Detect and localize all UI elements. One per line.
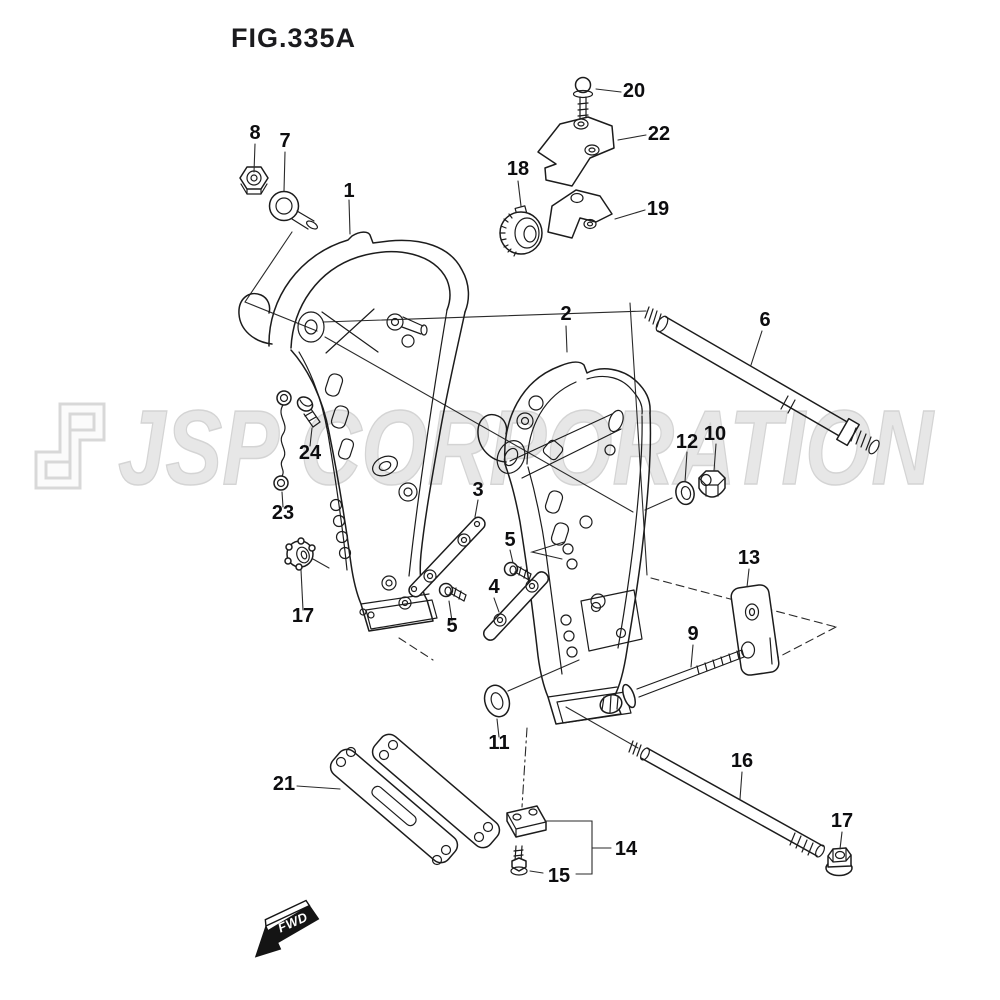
callout-5-lower: 5 (446, 615, 457, 637)
callout-17-right: 17 (831, 810, 853, 832)
lock-bracket-22 (537, 116, 615, 187)
callout-3: 3 (472, 479, 483, 501)
callout-6: 6 (759, 309, 770, 331)
callout-7: 7 (279, 130, 290, 152)
transom-pad-upper (371, 733, 501, 849)
callout-14: 14 (615, 838, 638, 860)
callout-18: 18 (507, 158, 529, 180)
flange-nut-17-left (284, 537, 316, 571)
callout-23: 23 (272, 502, 294, 524)
figure-title: FIG.335A (231, 23, 356, 53)
grommet-7 (268, 190, 319, 230)
callout-15: 15 (548, 865, 570, 887)
callout-4: 4 (488, 576, 500, 598)
callout-labels: 1 2 3 4 5 5 6 7 8 9 10 11 12 13 14 15 16… (249, 80, 853, 887)
callout-2: 2 (560, 303, 571, 325)
anode-plate-13 (730, 584, 780, 676)
callout-13: 13 (738, 547, 760, 569)
stern-strip-4 (482, 571, 550, 641)
bolt-5-lower (438, 582, 467, 602)
watermark-logo (34, 402, 106, 490)
fwd-marker: FWD (254, 899, 320, 958)
callout-11: 11 (488, 732, 509, 754)
callout-5-upper: 5 (504, 529, 515, 551)
nut-10 (698, 470, 726, 498)
callout-17-left: 17 (292, 605, 314, 627)
tilt-shaft-6 (644, 306, 880, 455)
watermark-text: JSP CORPORATION (117, 388, 935, 508)
callout-8: 8 (249, 122, 260, 144)
leader-lines (253, 88, 843, 875)
swivel-bracket-left-drawing (238, 231, 470, 632)
lock-bracket-19 (547, 189, 613, 239)
callout-19: 19 (647, 198, 669, 220)
stern-strip-3 (408, 516, 486, 598)
callout-24: 24 (299, 442, 322, 464)
washer-12 (675, 480, 695, 506)
callout-9: 9 (687, 623, 698, 645)
clamp-nut-8 (239, 166, 269, 195)
callout-10: 10 (704, 423, 726, 445)
lock-plate-chain-23 (273, 390, 292, 491)
tilt-lock-knob-18 (499, 205, 543, 257)
washer-11 (483, 684, 511, 718)
callout-22: 22 (648, 123, 670, 145)
callout-1: 1 (343, 180, 354, 202)
spacer-block-14 (506, 805, 547, 838)
clamp-shaft-16 (628, 740, 825, 858)
watermark-label: JSP CORPORATION (118, 389, 935, 507)
flange-nut-17-right (825, 847, 853, 877)
callout-16: 16 (731, 750, 753, 772)
screw-24 (296, 396, 321, 428)
transom-pad-lower-21 (329, 746, 459, 866)
bolt-9 (599, 649, 745, 715)
callout-21: 21 (273, 773, 295, 795)
callout-12: 12 (676, 431, 698, 453)
bolt-5-upper (503, 561, 532, 581)
callout-20: 20 (623, 80, 645, 102)
bolt-15 (510, 845, 528, 876)
